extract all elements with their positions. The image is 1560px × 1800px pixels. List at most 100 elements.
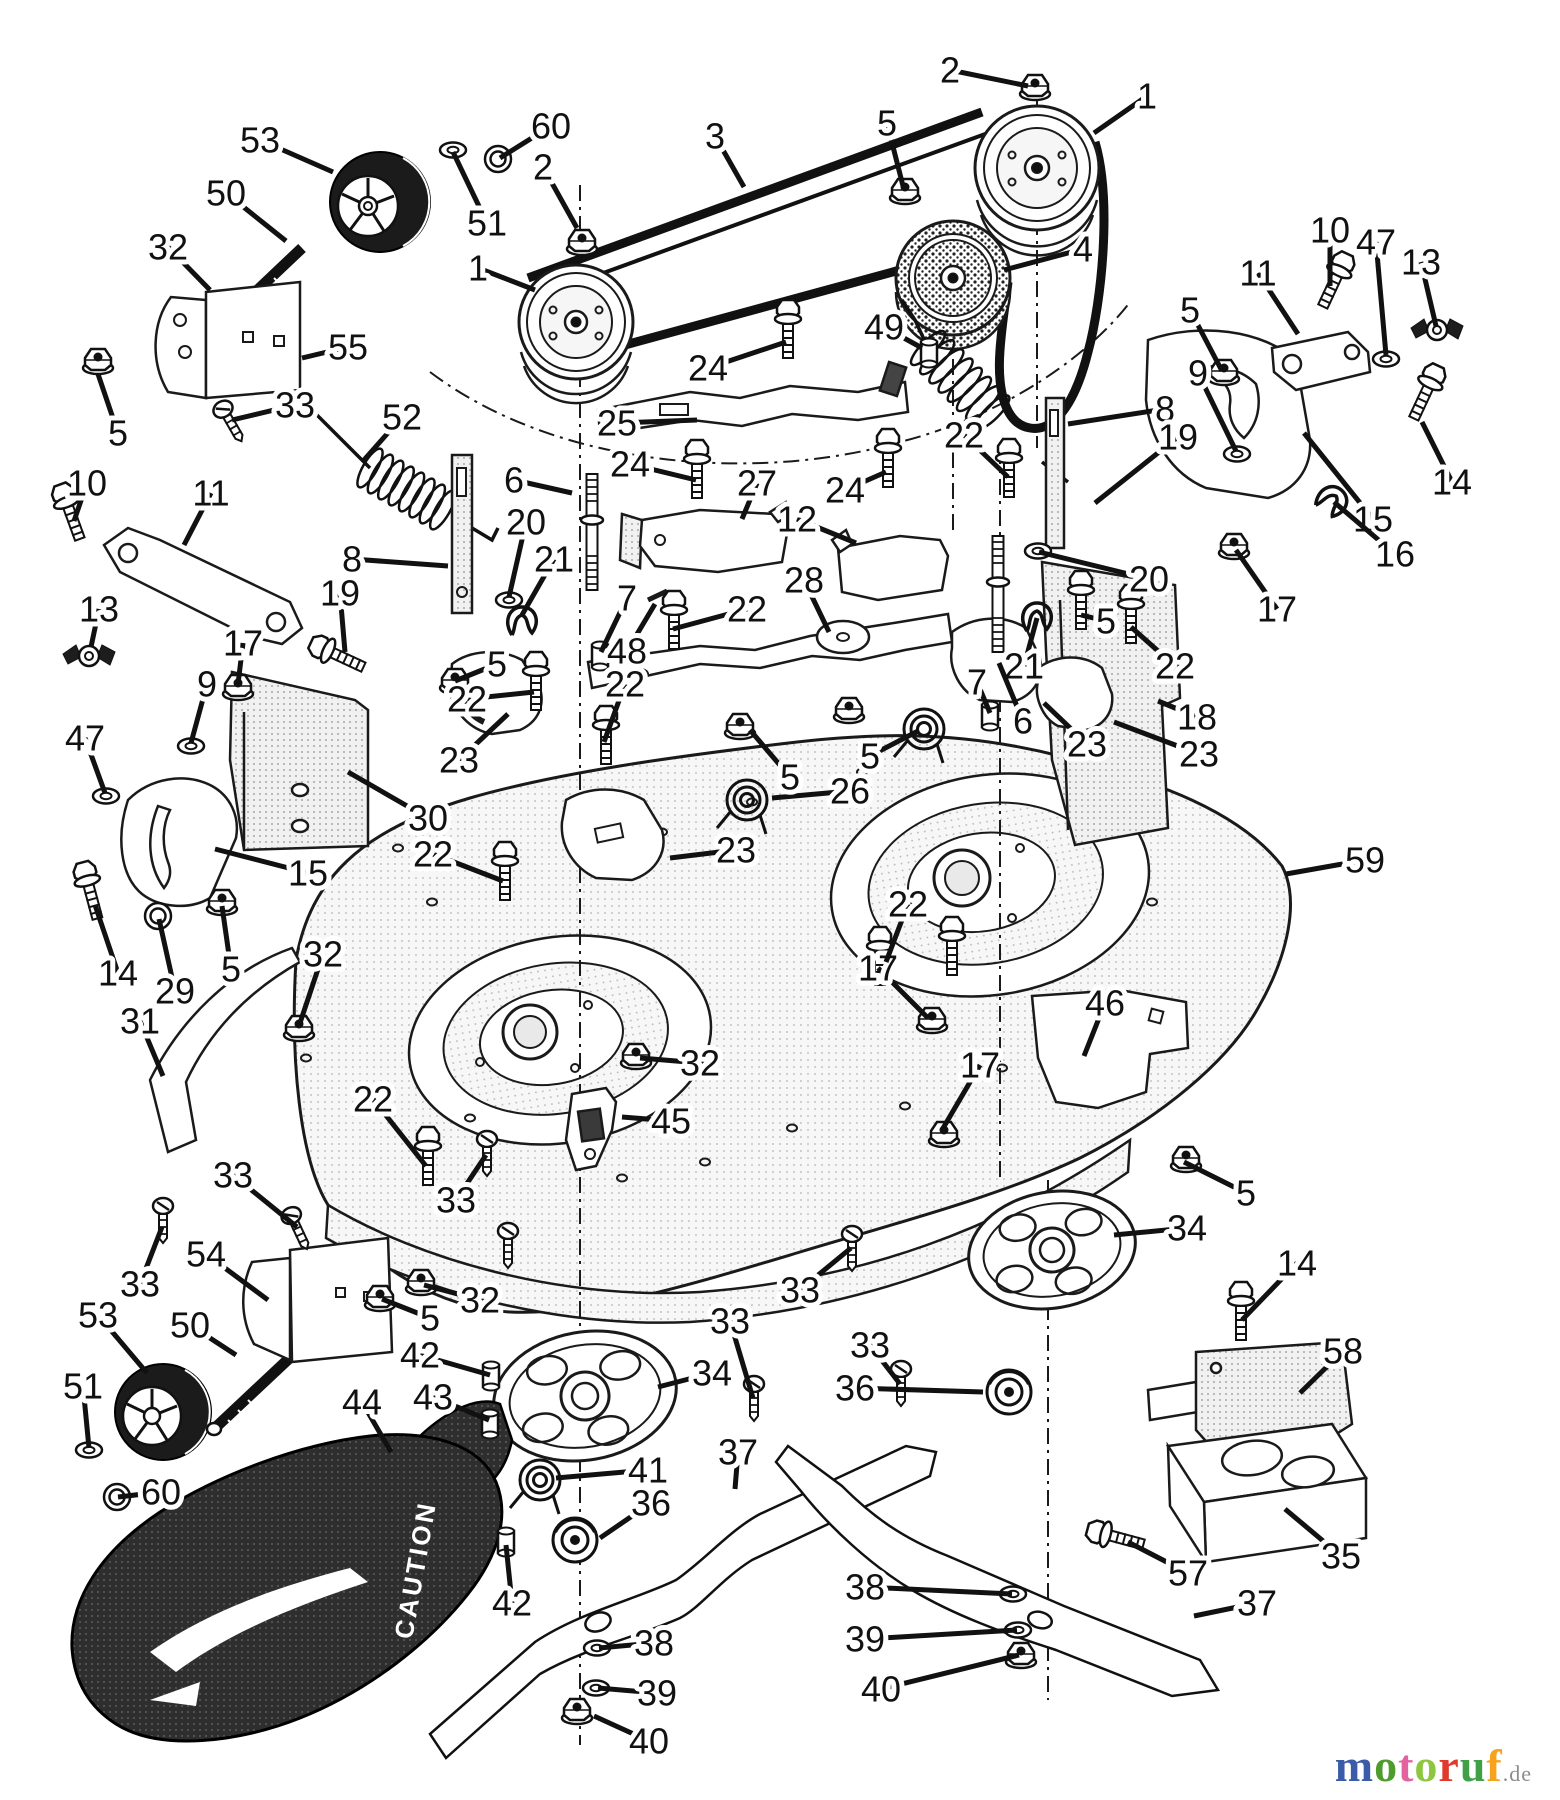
callout-leader [423, 1282, 481, 1303]
callout-label-5: 5 [108, 413, 128, 454]
callout-label-35: 35 [1321, 1536, 1361, 1577]
callout-leader [166, 245, 212, 292]
bolt-icon [1400, 359, 1452, 426]
callout-leader [1113, 1225, 1188, 1238]
callout-leader [432, 851, 504, 884]
callout-leader [884, 122, 906, 187]
callout-leader [188, 1322, 238, 1358]
callout-label-45: 45 [651, 1101, 691, 1142]
nut-icon [565, 228, 599, 257]
nut-icon [560, 1697, 594, 1726]
callout-leader [156, 918, 178, 992]
callout-label-36: 36 [835, 1368, 875, 1409]
callout-leader [231, 1173, 299, 1229]
callout-label-12: 12 [777, 499, 817, 540]
callout-leader [616, 417, 698, 426]
bolt-icon [1309, 247, 1361, 314]
callout-leader [454, 661, 498, 684]
callout-leader [707, 339, 787, 371]
callout-leader [88, 608, 102, 648]
callout-leader [450, 150, 490, 225]
callout-leader [801, 578, 832, 634]
callout-leader [188, 683, 210, 744]
callout-label-17: 17 [960, 1045, 1000, 1086]
callout-label-1: 1 [1137, 76, 1157, 117]
callout-leader [362, 415, 404, 462]
callout-label-47: 47 [1356, 222, 1396, 263]
callout-label-39: 39 [637, 1673, 677, 1714]
callout-leader [1187, 308, 1225, 373]
callout-leader [864, 1627, 1018, 1642]
callout-label-20: 20 [506, 502, 546, 543]
callout-leader [1302, 431, 1375, 521]
callout-label-57: 57 [1168, 1553, 1208, 1594]
callout-label-19: 19 [1158, 417, 1198, 458]
callout-label-33: 33 [780, 1270, 820, 1311]
callout-leader [1240, 1261, 1299, 1322]
bearing-icon [551, 1516, 599, 1564]
callout-leader [1419, 420, 1455, 484]
callout-leader [1298, 1349, 1345, 1395]
stud-icon [579, 472, 605, 592]
callout-leader [214, 846, 309, 876]
screw-icon [889, 1359, 913, 1408]
callout-label-43: 43 [413, 1377, 453, 1418]
callout-leader [346, 769, 430, 821]
callout-leader [598, 1500, 653, 1541]
callout-label-54: 54 [186, 1234, 226, 1275]
callout-label-48: 48 [607, 631, 647, 672]
callout-leader [95, 373, 121, 434]
callout-label-53: 53 [240, 120, 280, 161]
nut-icon [1217, 532, 1251, 561]
callout-label-5: 5 [420, 1298, 440, 1339]
nut-icon [81, 347, 115, 376]
callout-label-39: 39 [845, 1619, 885, 1660]
callout-leader [592, 1713, 651, 1744]
right-pulley [973, 104, 1101, 257]
callout-leader [1067, 406, 1166, 427]
bolt-icon [1082, 1515, 1149, 1559]
callout-leader [296, 953, 326, 1027]
callout-leader [337, 592, 348, 653]
callout-label-40: 40 [861, 1669, 901, 1710]
callout-leader [1195, 371, 1239, 453]
callout-label-2: 2 [533, 147, 553, 188]
coil-icon [508, 1458, 562, 1516]
callout-label-8: 8 [342, 539, 362, 580]
callout-leader [1003, 246, 1084, 273]
callout-label-13: 13 [79, 589, 119, 630]
callout-leader [506, 521, 529, 598]
callout-leader [117, 1489, 162, 1500]
callout-leader [880, 1652, 1020, 1692]
callout-label-38: 38 [634, 1623, 674, 1664]
callout-leader [137, 1226, 165, 1285]
callout-leader [1233, 548, 1280, 611]
callout-label-52: 52 [382, 397, 422, 438]
callout-leader [639, 1055, 701, 1066]
callout-leader [1332, 500, 1397, 556]
watermark-letter: r [1438, 1740, 1460, 1791]
callout-leader [974, 681, 993, 714]
callout-label-14: 14 [1277, 1243, 1317, 1284]
bearing-icon [985, 1368, 1033, 1416]
callout-label-17: 17 [223, 623, 263, 664]
callout-label-10: 10 [1310, 210, 1350, 251]
callout-leader [519, 557, 557, 617]
callout-label-22: 22 [605, 664, 645, 705]
bolt-icon [304, 629, 371, 681]
screw-icon [840, 1224, 864, 1273]
callout-label-37: 37 [718, 1432, 758, 1473]
callout-leader [624, 602, 658, 653]
callout-label-33: 33 [436, 1180, 476, 1221]
callout-label-22: 22 [888, 884, 928, 925]
callout-label-46: 46 [1085, 983, 1125, 1024]
callout-label-16: 16 [1375, 534, 1415, 575]
callout-leader [949, 67, 1029, 89]
callout-label-1: 1 [468, 248, 488, 289]
callout-leader [882, 324, 924, 351]
callout-leader [381, 1296, 431, 1321]
callout-label-60: 60 [141, 1472, 181, 1513]
gauge-wheel-top [329, 151, 431, 253]
callout-leader [1283, 1507, 1343, 1558]
